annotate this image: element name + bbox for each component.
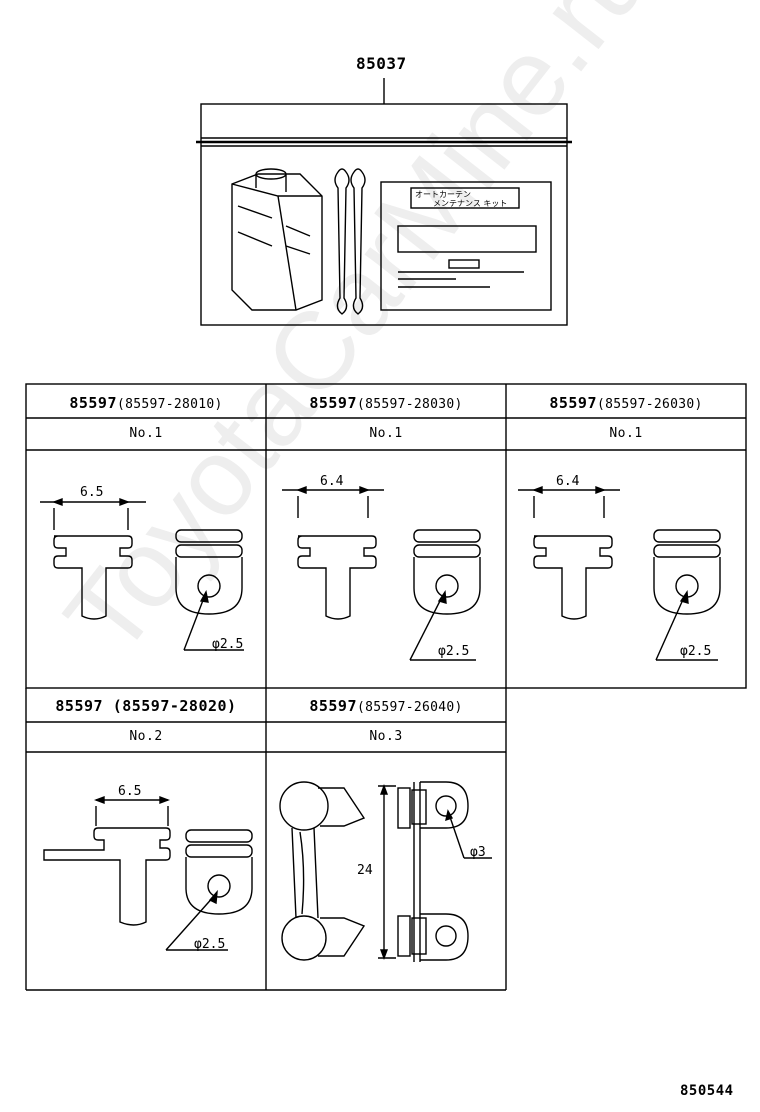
- cell2-header: 85597(85597-28030): [266, 393, 506, 412]
- cell1-hole-dim: φ2.5: [212, 637, 244, 652]
- kit-label-line1: オートカーテン: [415, 190, 471, 199]
- cell5-hole-dim: φ3: [470, 845, 486, 860]
- cell3-part-no: 85597: [549, 394, 597, 412]
- kit-part-number: 85037: [356, 54, 407, 73]
- cell4-variant: No.2: [129, 729, 163, 744]
- cell2-hole-dim: φ2.5: [438, 644, 470, 659]
- kit-illustration: [196, 78, 572, 326]
- cell2-part-no: 85597: [309, 394, 357, 412]
- clip-side-view: [53, 535, 133, 620]
- drawing-number: 850544: [680, 1083, 734, 1099]
- cell1-part-no: 85597: [69, 394, 117, 412]
- cell4-part-no: 85597: [55, 697, 104, 715]
- cell5-variant: No.3: [369, 729, 403, 744]
- cell4-sub-no: (85597-28020): [112, 697, 237, 715]
- clip-no3-view: [279, 781, 492, 962]
- cell2-width-dim: 6.4: [320, 474, 344, 489]
- cell4-header: 85597 (85597-28020): [26, 696, 266, 715]
- cell3-header: 85597(85597-26030): [506, 393, 746, 412]
- kit-label-line2: メンテナンス キット: [433, 199, 508, 208]
- cell1-sub-no: (85597-28010): [117, 397, 223, 412]
- cell4-width-dim: 6.5: [118, 784, 142, 799]
- cell5-part-no: 85597: [309, 697, 357, 715]
- cell3-hole-dim: φ2.5: [680, 644, 712, 659]
- cell5-height-dim: 24: [357, 863, 373, 878]
- parts-table-grid: [25, 383, 747, 991]
- cell3-width-dim: 6.4: [556, 474, 580, 489]
- cell2-variant: No.1: [369, 426, 403, 441]
- cell3-sub-no: (85597-26030): [597, 397, 703, 412]
- cell4-hole-dim: φ2.5: [194, 937, 226, 952]
- clip-front-view: [175, 529, 243, 615]
- cell3-variant: No.1: [609, 426, 643, 441]
- cell2-sub-no: (85597-28030): [357, 397, 463, 412]
- cell1-width-dim: 6.5: [80, 485, 104, 500]
- cell5-sub-no: (85597-26040): [357, 700, 463, 715]
- cell5-header: 85597(85597-26040): [266, 696, 506, 715]
- cell1-header: 85597(85597-28010): [26, 393, 266, 412]
- cell1-variant: No.1: [129, 426, 163, 441]
